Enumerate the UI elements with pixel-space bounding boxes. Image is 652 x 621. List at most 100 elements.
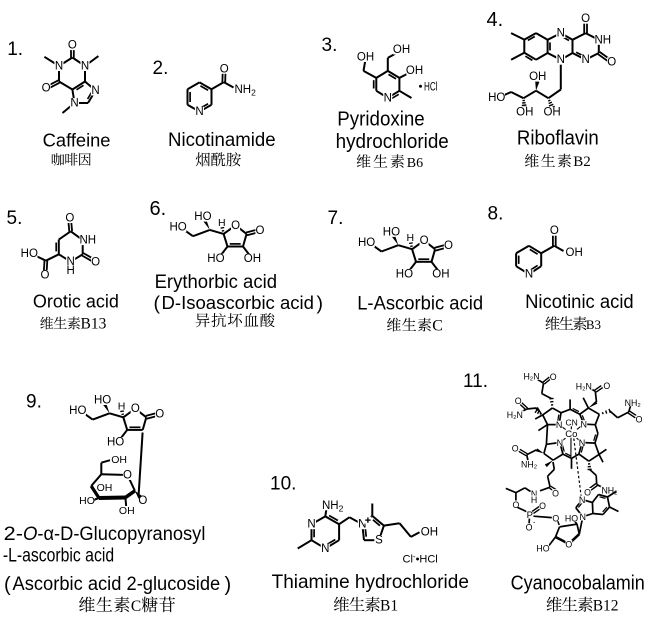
svg-text:O: O (512, 444, 519, 454)
svg-text:9.: 9. (26, 392, 42, 413)
svg-text:O: O (565, 539, 572, 549)
svg-text:Orotic acid: Orotic acid (33, 291, 119, 312)
svg-text:2-: 2- (4, 523, 23, 545)
svg-text:O: O (581, 13, 590, 25)
svg-text:HO: HO (79, 495, 95, 507)
svg-text:S: S (375, 535, 383, 547)
svg-text:H: H (531, 495, 537, 505)
svg-text:O: O (91, 257, 100, 269)
svg-text:HO: HO (194, 211, 211, 223)
svg-text:OH: OH (111, 454, 127, 466)
svg-text:B2: B2 (573, 154, 591, 170)
svg-text:H₂N: H₂N (507, 410, 523, 420)
svg-text:Cyanocobalamin: Cyanocobalamin (511, 571, 645, 594)
svg-text:O: O (636, 415, 643, 425)
svg-text:4.: 4. (487, 9, 504, 31)
svg-text:HO: HO (169, 222, 186, 234)
svg-text:OH: OH (119, 505, 135, 517)
svg-text:O: O (607, 57, 616, 69)
svg-text:6.: 6. (150, 198, 167, 220)
svg-text:OH: OH (406, 65, 423, 77)
svg-text:H: H (407, 232, 415, 244)
svg-text:H: H (118, 400, 126, 412)
svg-text:Cl-•HCl: Cl-•HCl (403, 552, 438, 566)
svg-text:OH: OH (566, 247, 583, 259)
svg-text:Thiamine hydrochloride: Thiamine hydrochloride (272, 571, 469, 593)
svg-text:HO: HO (488, 92, 505, 104)
svg-text:N: N (91, 85, 99, 97)
svg-text:N: N (581, 420, 588, 430)
svg-text:): ) (225, 574, 232, 596)
svg-text:HO: HO (358, 237, 375, 249)
svg-text:NH₂: NH₂ (521, 460, 537, 470)
svg-text:C: C (432, 317, 443, 334)
svg-text:1.: 1. (7, 39, 23, 60)
svg-text:N: N (557, 28, 565, 40)
svg-text:Pyridoxine: Pyridoxine (337, 108, 424, 130)
svg-text:hydrochloride: hydrochloride (336, 130, 449, 153)
svg-text:-α-D-Glucopyranosyl: -α-D-Glucopyranosyl (37, 523, 205, 545)
svg-text:O: O (444, 240, 453, 252)
svg-text:OH: OH (432, 269, 449, 281)
svg-text:N: N (581, 54, 589, 66)
svg-text:N: N (525, 269, 533, 281)
svg-text:HO: HO (69, 405, 86, 417)
svg-text:-L-ascorbic acid: -L-ascorbic acid (3, 546, 114, 567)
svg-text:B1: B1 (380, 598, 398, 615)
svg-text:O: O (65, 213, 74, 225)
svg-text:N: N (556, 420, 563, 430)
svg-text:B3: B3 (586, 317, 601, 332)
svg-text:5.: 5. (7, 208, 23, 229)
svg-text:OH: OH (393, 44, 410, 56)
svg-text:Ascorbic acid 2-glucoside: Ascorbic acid 2-glucoside (13, 574, 221, 595)
svg-text:N: N (81, 61, 89, 73)
svg-text:HO: HO (107, 437, 124, 449)
svg-text:N: N (70, 98, 78, 110)
svg-text:N: N (580, 512, 587, 522)
svg-text:Riboflavin: Riboflavin (517, 128, 599, 150)
svg-text:7.: 7. (328, 208, 344, 229)
svg-text:CN: CN (566, 418, 578, 428)
svg-text:O: O (131, 403, 140, 415)
svg-text:HO: HO (396, 269, 413, 281)
svg-text:O: O (526, 523, 533, 533)
svg-text:HO: HO (536, 544, 549, 554)
svg-text:N: N (55, 61, 63, 73)
svg-text:B6: B6 (407, 156, 423, 171)
svg-text:O: O (68, 40, 77, 52)
svg-text:NH₂: NH₂ (625, 398, 641, 408)
svg-text:O: O (123, 470, 132, 482)
svg-text:HCl: HCl (424, 82, 438, 94)
svg-text:H₂N: H₂N (576, 382, 592, 392)
svg-text:B12: B12 (593, 598, 619, 615)
svg-text:(: ( (4, 574, 11, 596)
svg-text:HO: HO (207, 253, 224, 265)
svg-text:O: O (23, 523, 37, 545)
svg-text:OH: OH (244, 253, 261, 265)
svg-text:2.: 2. (153, 58, 169, 79)
svg-text:O: O (41, 270, 50, 282)
svg-text:N: N (307, 519, 315, 531)
svg-text:O: O (515, 396, 522, 406)
svg-text:OH: OH (529, 71, 546, 83)
svg-text:): ) (317, 292, 324, 314)
svg-text:N: N (579, 495, 586, 505)
svg-text:Nicotinamide: Nicotinamide (168, 129, 276, 151)
svg-text:Caffeine: Caffeine (43, 131, 111, 151)
svg-text:8.: 8. (488, 204, 504, 225)
svg-text:H₂N: H₂N (523, 372, 539, 382)
svg-text:N: N (321, 543, 329, 555)
svg-text:OH: OH (97, 482, 113, 494)
svg-text:O: O (155, 408, 164, 420)
svg-text:HO: HO (94, 395, 111, 407)
svg-text:11.: 11. (463, 371, 488, 392)
svg-text:O: O (420, 235, 429, 247)
svg-text:N: N (557, 54, 565, 66)
svg-text:N: N (195, 106, 203, 118)
svg-text:H: H (67, 265, 75, 277)
svg-text:OH: OH (421, 526, 438, 538)
svg-text:Nicotinic acid: Nicotinic acid (525, 292, 634, 313)
svg-text:O: O (256, 225, 265, 237)
svg-text:O: O (539, 501, 546, 511)
svg-text:L-Ascorbic acid: L-Ascorbic acid (357, 294, 483, 315)
